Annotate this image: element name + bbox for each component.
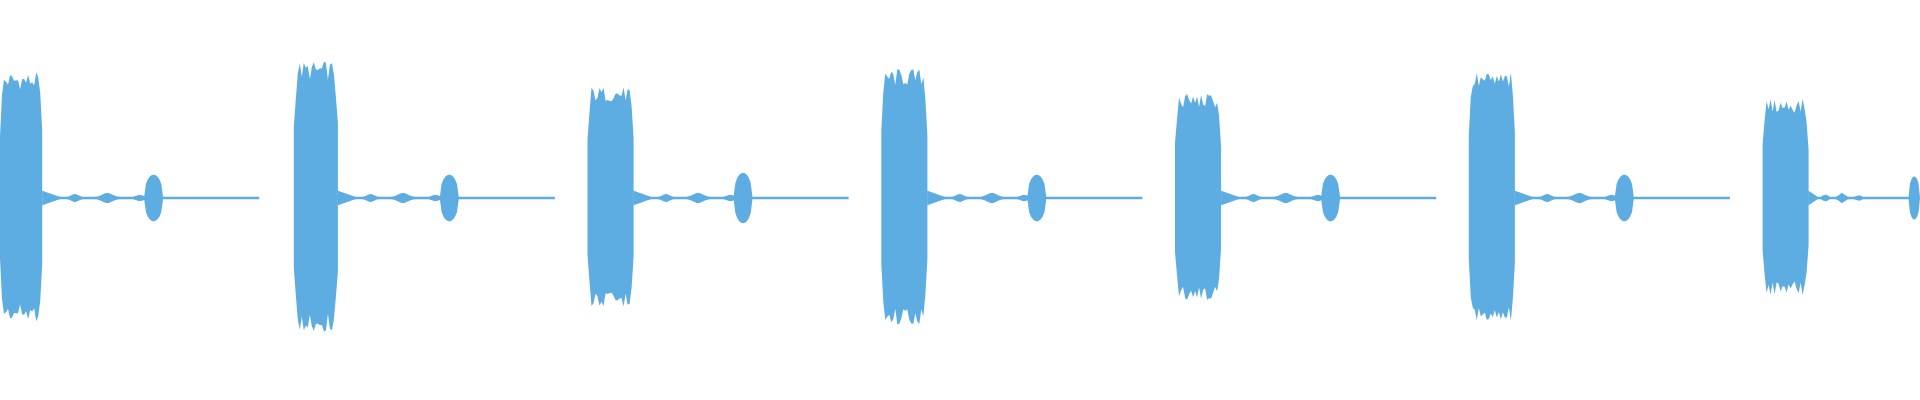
waveform-burst-loud	[293, 61, 338, 332]
waveform-dot	[524, 197, 530, 199]
waveform-burst-loud	[0, 72, 43, 322]
waveform-dot	[1100, 197, 1106, 199]
waveform-burst-loud	[1468, 72, 1515, 321]
waveform-segment	[1468, 72, 1730, 321]
waveform-dot	[1109, 197, 1115, 199]
waveform-burst-soft	[1614, 174, 1634, 222]
waveform-segment	[0, 72, 260, 322]
waveform-dot	[514, 197, 520, 199]
waveform-segment	[881, 69, 1143, 325]
waveform-dot	[1689, 197, 1695, 199]
waveform-segment	[1175, 94, 1437, 300]
waveform-burst-soft	[733, 172, 753, 224]
waveform-tail	[1808, 190, 1920, 206]
waveform-segment	[293, 61, 555, 332]
waveform-segment	[587, 87, 849, 307]
waveform-dot	[220, 197, 226, 199]
waveform-burst-soft	[1321, 174, 1341, 222]
waveform-segment	[1762, 99, 1920, 295]
waveform-burst-soft	[144, 174, 164, 222]
waveform-dot	[1701, 197, 1707, 199]
waveform-burst-soft	[1027, 174, 1047, 222]
waveform-burst-loud	[1762, 99, 1809, 295]
waveform-burst-loud	[1175, 94, 1222, 300]
waveform-burst-soft	[439, 174, 459, 222]
waveform-burst-loud	[587, 87, 634, 307]
waveform-burst-loud	[881, 69, 928, 325]
waveform-burst-soft	[1908, 176, 1920, 220]
